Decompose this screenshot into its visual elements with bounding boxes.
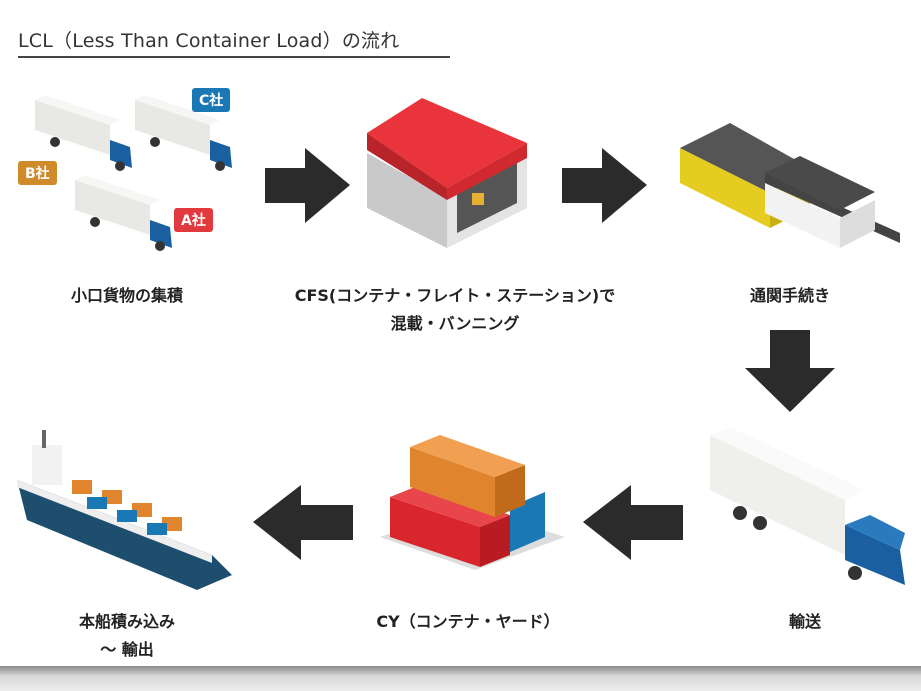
step-label-cy: CY（コンテナ・ヤード） (376, 612, 560, 631)
company-a-badge: A社 (174, 208, 213, 232)
company-b-badge: B社 (18, 161, 57, 185)
step-label-loading: 本船積み込み (78, 612, 175, 631)
trucks-icon (35, 95, 232, 251)
truck-icon (710, 427, 905, 585)
arrow-down-icon (745, 330, 835, 412)
footer-bar (0, 666, 921, 691)
arrow-left-icon (253, 485, 353, 560)
step-label-customs: 通関手続き (749, 286, 830, 305)
company-c-badge: C社 (192, 88, 231, 112)
arrow-right-icon (562, 148, 647, 223)
step-label-export: 〜 輸出 (100, 640, 154, 659)
containers-icon (380, 435, 565, 570)
step-label-cfs: CFS(コンテナ・フレイト・ステーション)で (294, 286, 616, 305)
step-label-cfs-line2: 混載・バンニング (390, 314, 520, 333)
step-label-consolidation: 小口貨物の集積 (70, 286, 183, 305)
ship-icon (17, 430, 232, 590)
title-underline (18, 56, 450, 58)
step-label-transport: 輸送 (788, 612, 821, 631)
page-title: LCL（Less Than Container Load）の流れ (18, 30, 400, 52)
customs-building-icon (680, 123, 900, 248)
truck-icon (35, 95, 132, 171)
arrow-right-icon (265, 148, 350, 223)
warehouse-icon (367, 98, 527, 248)
arrow-left-icon (583, 485, 683, 560)
